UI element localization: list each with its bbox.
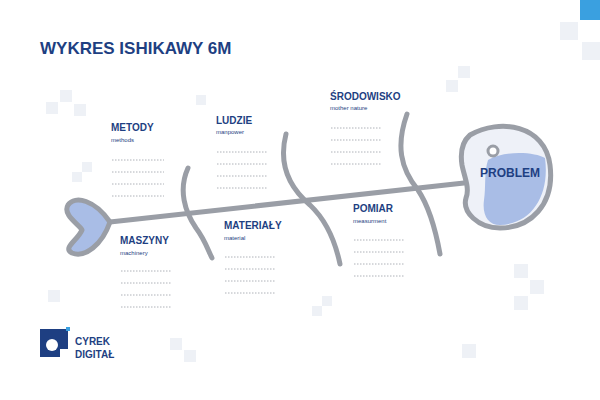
fish-head (461, 126, 550, 228)
fill-lines (112, 128, 405, 307)
category-sublabel: manpower (216, 129, 244, 136)
problem-head: PROBLEM (478, 164, 542, 182)
fish-bone (183, 168, 212, 258)
category-label: METODY (111, 122, 154, 133)
category-label: DIGITAŁ (75, 349, 114, 360)
fish-bone (283, 134, 340, 264)
head-fill (484, 153, 546, 225)
category-sublabel: methods (111, 137, 134, 144)
fish-spine (110, 183, 464, 222)
category-label: MASZYNY (120, 235, 169, 246)
fish-tail (67, 200, 110, 254)
category-label: CYREK (75, 336, 110, 347)
category-sublabel: machinery (120, 250, 148, 257)
category-label: POMIAR (353, 203, 393, 214)
corner-square (580, 0, 600, 20)
category-sublabel: material (224, 235, 245, 242)
logo-icon (40, 327, 70, 357)
node-text: PROBLEM (480, 166, 540, 180)
category-label: MATERIAŁY (224, 220, 282, 231)
diagram-title: WYKRES ISHIKAWY 6M (40, 40, 231, 59)
category-sublabel: measurment (353, 218, 386, 225)
decor-squares (46, 22, 600, 362)
category-label: LUDZIE (216, 115, 252, 126)
category-label: ŚRODOWISKO (330, 91, 401, 102)
fish-bone (401, 114, 440, 254)
category-sublabel: mother nature (330, 105, 367, 112)
fish-eye (488, 146, 498, 156)
